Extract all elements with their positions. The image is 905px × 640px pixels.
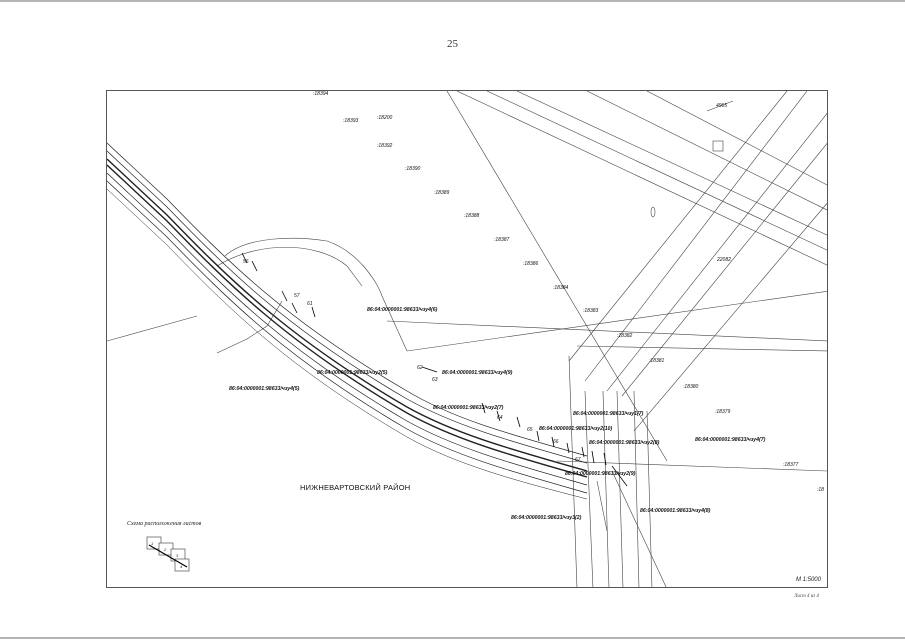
parcel-label: :18394 <box>313 91 329 97</box>
zone-label: 86:04:0000001:98633/чзу2(10) <box>539 426 613 432</box>
sheet-number: 3 <box>176 553 179 558</box>
parcel-label: :18389 <box>434 190 450 196</box>
sheet-label: Лист 4 из 4 <box>794 594 819 599</box>
zone-markers <box>241 252 628 487</box>
point-label: 63 <box>432 377 438 383</box>
parcel-boundaries <box>107 91 827 587</box>
district-label: НИЖНЕВАРТОВСКИЙ РАЙОН <box>300 483 410 492</box>
parcel-label: :18379 <box>715 409 731 415</box>
sheet-legend <box>146 536 190 572</box>
point-label: 62 <box>417 365 423 371</box>
parcel-label: :18393 <box>343 118 359 124</box>
zone-label: 86:04:0000001:98633/чзу4(5) <box>229 386 300 392</box>
parcel-label: :18384 <box>553 285 569 291</box>
parcel-label: :18383 <box>583 308 599 314</box>
point-label: 56 <box>243 259 249 265</box>
point-label: 66 <box>553 439 559 445</box>
top-scan-edge <box>0 0 905 2</box>
parcel-label: :18381 <box>649 358 665 364</box>
point-label: 65 <box>527 427 533 433</box>
map-frame: :18394 :18393 :18200 :18392 :18390 :1838… <box>106 90 828 588</box>
zone-label: 86:04:0000001:98633/чзу4(9) <box>442 370 513 376</box>
parcel-label: :18388 <box>464 213 480 219</box>
scale-label: М 1:5000 <box>795 577 821 583</box>
parcel-label: :18392 <box>377 143 393 149</box>
zone-label: 86:04:0000001:98633/чзу2(5) <box>317 370 388 376</box>
parcel-label: 22082 <box>716 257 731 263</box>
page-number: 25 <box>447 38 458 50</box>
sheet-number: 1 <box>151 541 153 546</box>
zone-label: 86:04:0000001:98633/чзу2(9) <box>565 471 636 477</box>
parcel-label: :18382 <box>617 333 633 339</box>
parcel-label: :18200 <box>377 115 393 121</box>
bottom-scan-edge <box>0 637 905 639</box>
point-labels: 56 57 61 62 63 64 65 66 67 <box>243 259 581 463</box>
sheet-number: 4 <box>180 564 183 569</box>
point-label: 64 <box>497 415 503 421</box>
sheet-number: 2 <box>163 547 167 552</box>
zone-label: 86:04:0000001:98633/чзу2(8) <box>589 440 660 446</box>
zone-label: 86:04:0000001:98633/чзу1(7) <box>573 411 644 417</box>
point-label: 61 <box>307 301 313 307</box>
zone-label: 86:04:0000001:98633/чзу2(7) <box>433 405 504 411</box>
zone-label: 86:04:0000001:98633/чзу3(2) <box>511 515 582 521</box>
parcel-label: :18386 <box>523 261 539 267</box>
zone-label: 86:04:0000001:98633/чзу4(6) <box>367 307 438 313</box>
parcel-label: :18380 <box>683 384 699 390</box>
parcel-label: 4965 <box>716 103 727 109</box>
zone-label: 86:04:0000001:98633/чзу4(8) <box>640 508 711 514</box>
point-label: 57 <box>294 293 300 299</box>
sheet-legend-numbers: 1 2 3 4 <box>151 541 183 569</box>
zone-label: 86:04:0000001:98633/чзу4(7) <box>695 437 766 443</box>
parcel-label: :18387 <box>494 237 510 243</box>
parcel-label: :18 <box>817 487 824 493</box>
parcel-label: :18377 <box>783 462 799 468</box>
parcel-labels: :18394 :18393 :18200 :18392 :18390 :1838… <box>313 91 824 493</box>
parcel-label: :18390 <box>405 166 421 172</box>
point-label: 67 <box>575 457 581 463</box>
map-canvas: :18394 :18393 :18200 :18392 :18390 :1838… <box>107 91 827 587</box>
legend-title: Схема расположения листов <box>127 521 202 527</box>
zone-labels: 86:04:0000001:98633/чзу4(6) 86:04:000000… <box>229 307 766 521</box>
pipeline-corridor <box>107 142 588 500</box>
